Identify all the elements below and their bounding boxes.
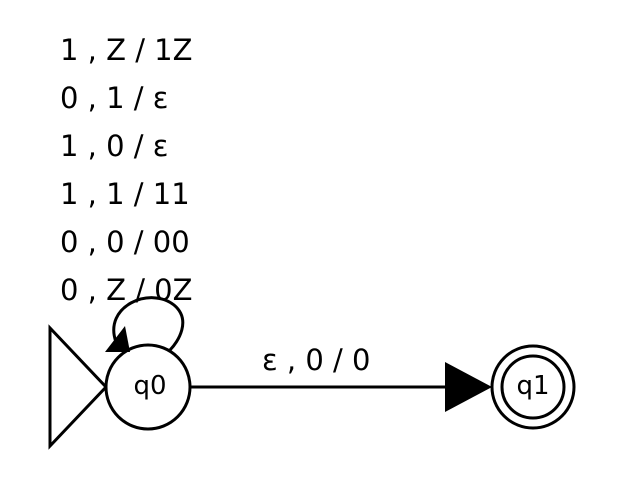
self-loop-arc (112, 296, 185, 352)
state-q1-inner-circle (500, 354, 566, 420)
self-loop-arrowhead (105, 326, 130, 352)
self-loop-label: 0 , 0 / 00 (60, 225, 190, 259)
self-loop-label: 0 , Z / 0Z (60, 273, 193, 307)
state-q1-outer-circle (490, 344, 576, 430)
state-q0-label: q0 (133, 371, 167, 401)
self-loop-label: 1 , Z / 1Z (60, 33, 193, 67)
self-loop-label: 1 , 1 / 11 (60, 177, 190, 211)
state-q1-label: q1 (516, 371, 550, 401)
transition-label: ε , 0 / 0 (262, 343, 371, 377)
transition-arrowhead (445, 362, 492, 412)
self-loop-label-stack: 1 , Z / 1Z 0 , 1 / ε 1 , 0 / ε 1 , 1 / 1… (60, 26, 193, 314)
self-loop-label: 0 , 1 / ε (60, 81, 169, 115)
initial-state-arrow (48, 324, 109, 450)
self-loop-label: 1 , 0 / ε (60, 129, 169, 163)
